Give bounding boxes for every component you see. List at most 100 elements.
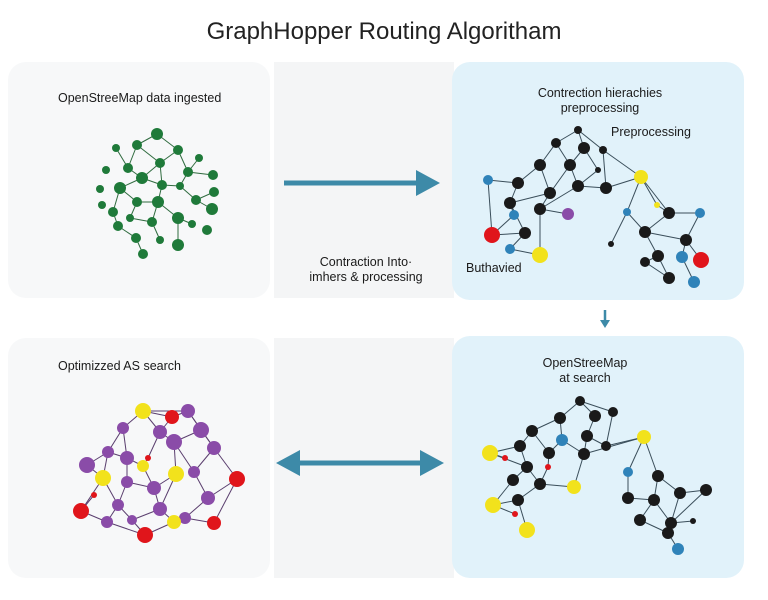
green-graph-node xyxy=(191,195,201,205)
ch-graph-node xyxy=(484,227,500,243)
ch-graph-node xyxy=(562,208,574,220)
ch-graph-node xyxy=(680,234,692,246)
green-graph-node xyxy=(156,236,164,244)
green-graph-node xyxy=(96,185,104,193)
search-graph-node xyxy=(137,527,153,543)
ch-graph-edge xyxy=(644,231,687,241)
green-graph-node xyxy=(112,144,120,152)
osm-search-line1: OpenStreeMap xyxy=(542,356,628,370)
double-arrow-left-head xyxy=(276,450,300,476)
search-graph-node xyxy=(95,470,111,486)
osm-search-graph-node xyxy=(581,430,593,442)
down-arrow-head xyxy=(600,320,610,328)
osm-search-graph-node xyxy=(554,412,566,424)
green-graph-node xyxy=(138,249,148,259)
search-graph-node xyxy=(101,516,113,528)
osm-search-line2: at search xyxy=(559,371,611,385)
osm-search-graph-node xyxy=(543,447,555,459)
green-graph-node xyxy=(131,233,141,243)
green-graph-node xyxy=(173,145,183,155)
ch-graph-node xyxy=(676,251,688,263)
green-graph-node xyxy=(195,154,203,162)
ch-graph-node xyxy=(652,250,664,262)
ch-graph-node xyxy=(608,241,614,247)
green-graph-node xyxy=(183,167,193,177)
contraction-processing-label: Contraction Into· imhers & processing xyxy=(296,255,436,285)
search-graph-node xyxy=(117,422,129,434)
ch-graph-node xyxy=(599,146,607,154)
ch-graph-edge xyxy=(539,185,579,210)
ch-graph-node xyxy=(600,182,612,194)
osm-search-graph-edge xyxy=(670,489,707,524)
ch-graph-node xyxy=(688,276,700,288)
osm-search-graph-node xyxy=(665,517,677,529)
green-graph-node xyxy=(202,225,212,235)
ch-graph-edge xyxy=(509,192,551,204)
osm-search-graph-node xyxy=(623,467,633,477)
osm-search-graph-node xyxy=(482,445,498,461)
osm-search-graph-node xyxy=(578,448,590,460)
search-graph-edge xyxy=(213,478,238,524)
ch-graph-node xyxy=(693,252,709,268)
ch-label-line1: Contrection hierachies xyxy=(537,86,663,100)
ch-graph-node xyxy=(572,180,584,192)
osm-search-graph-node xyxy=(502,455,508,461)
ch-graph-node xyxy=(519,227,531,239)
search-graph-node xyxy=(207,441,221,455)
search-graph-node xyxy=(166,434,182,450)
ch-graph-node xyxy=(663,272,675,284)
ch-graph-edge xyxy=(640,176,670,214)
search-graph-node xyxy=(179,512,191,524)
search-graph-node xyxy=(112,499,124,511)
ch-graph-node xyxy=(532,247,548,263)
green-graph-node xyxy=(188,220,196,228)
search-graph-node xyxy=(135,403,151,419)
osm-search-graph-node xyxy=(514,440,526,452)
osm-search-graph-node xyxy=(672,543,684,555)
osm-search-graph-node xyxy=(519,522,535,538)
contraction-hierarchies-label: Contrection hierachies preprocessing xyxy=(530,86,670,116)
green-graph-node xyxy=(208,170,218,180)
ch-graph-edge xyxy=(610,211,628,245)
search-graph-node xyxy=(165,410,179,424)
ch-graph-node xyxy=(663,207,675,219)
osm-search-graph-node xyxy=(575,396,585,406)
diagram-title: GraphHopper Routing Algoritham xyxy=(206,18,562,45)
search-graph-node xyxy=(102,446,114,458)
search-graph-node xyxy=(181,404,195,418)
search-graph-node xyxy=(167,515,181,529)
osm-search-graph-node xyxy=(521,461,533,473)
ch-label-line2: preprocessing xyxy=(560,101,640,115)
osm-search-graph-node xyxy=(634,514,646,526)
ch-graph-node xyxy=(695,208,705,218)
osm-search-label: OpenStreeMap at search xyxy=(530,356,640,386)
ch-graph-node xyxy=(639,226,651,238)
search-graph-node xyxy=(168,466,184,482)
buthavied-label: Buthavied xyxy=(466,261,522,275)
contraction-label-line1: Contraction Into· xyxy=(319,255,413,269)
search-graph-node xyxy=(91,492,97,498)
contraction-label-line2: imhers & processing xyxy=(309,270,423,284)
osm-ingested-label: OpenStreeMap data ingested xyxy=(58,91,222,105)
osm-search-graph-node xyxy=(512,494,524,506)
search-graph-node xyxy=(147,481,161,495)
search-graph-node xyxy=(137,460,149,472)
osm-search-graph-node xyxy=(512,511,518,517)
optimized-search-label: Optimizzed AS search xyxy=(58,359,181,373)
green-graph-node xyxy=(136,172,148,184)
ch-graph-node xyxy=(595,167,601,173)
search-graph-node xyxy=(120,451,134,465)
green-graph-node xyxy=(123,163,133,173)
osm-search-graph-node xyxy=(622,492,634,504)
osm-search-graph-node xyxy=(652,470,664,482)
green-graph-node xyxy=(152,196,164,208)
search-graph-node xyxy=(188,466,200,478)
ch-graph-edge xyxy=(602,149,642,178)
double-arrow-right-head xyxy=(420,450,444,476)
ch-graph-node xyxy=(505,244,515,254)
green-graph-node xyxy=(147,217,157,227)
green-graph-node xyxy=(132,140,142,150)
ch-graph-node xyxy=(551,138,561,148)
search-graph-node xyxy=(207,516,221,530)
